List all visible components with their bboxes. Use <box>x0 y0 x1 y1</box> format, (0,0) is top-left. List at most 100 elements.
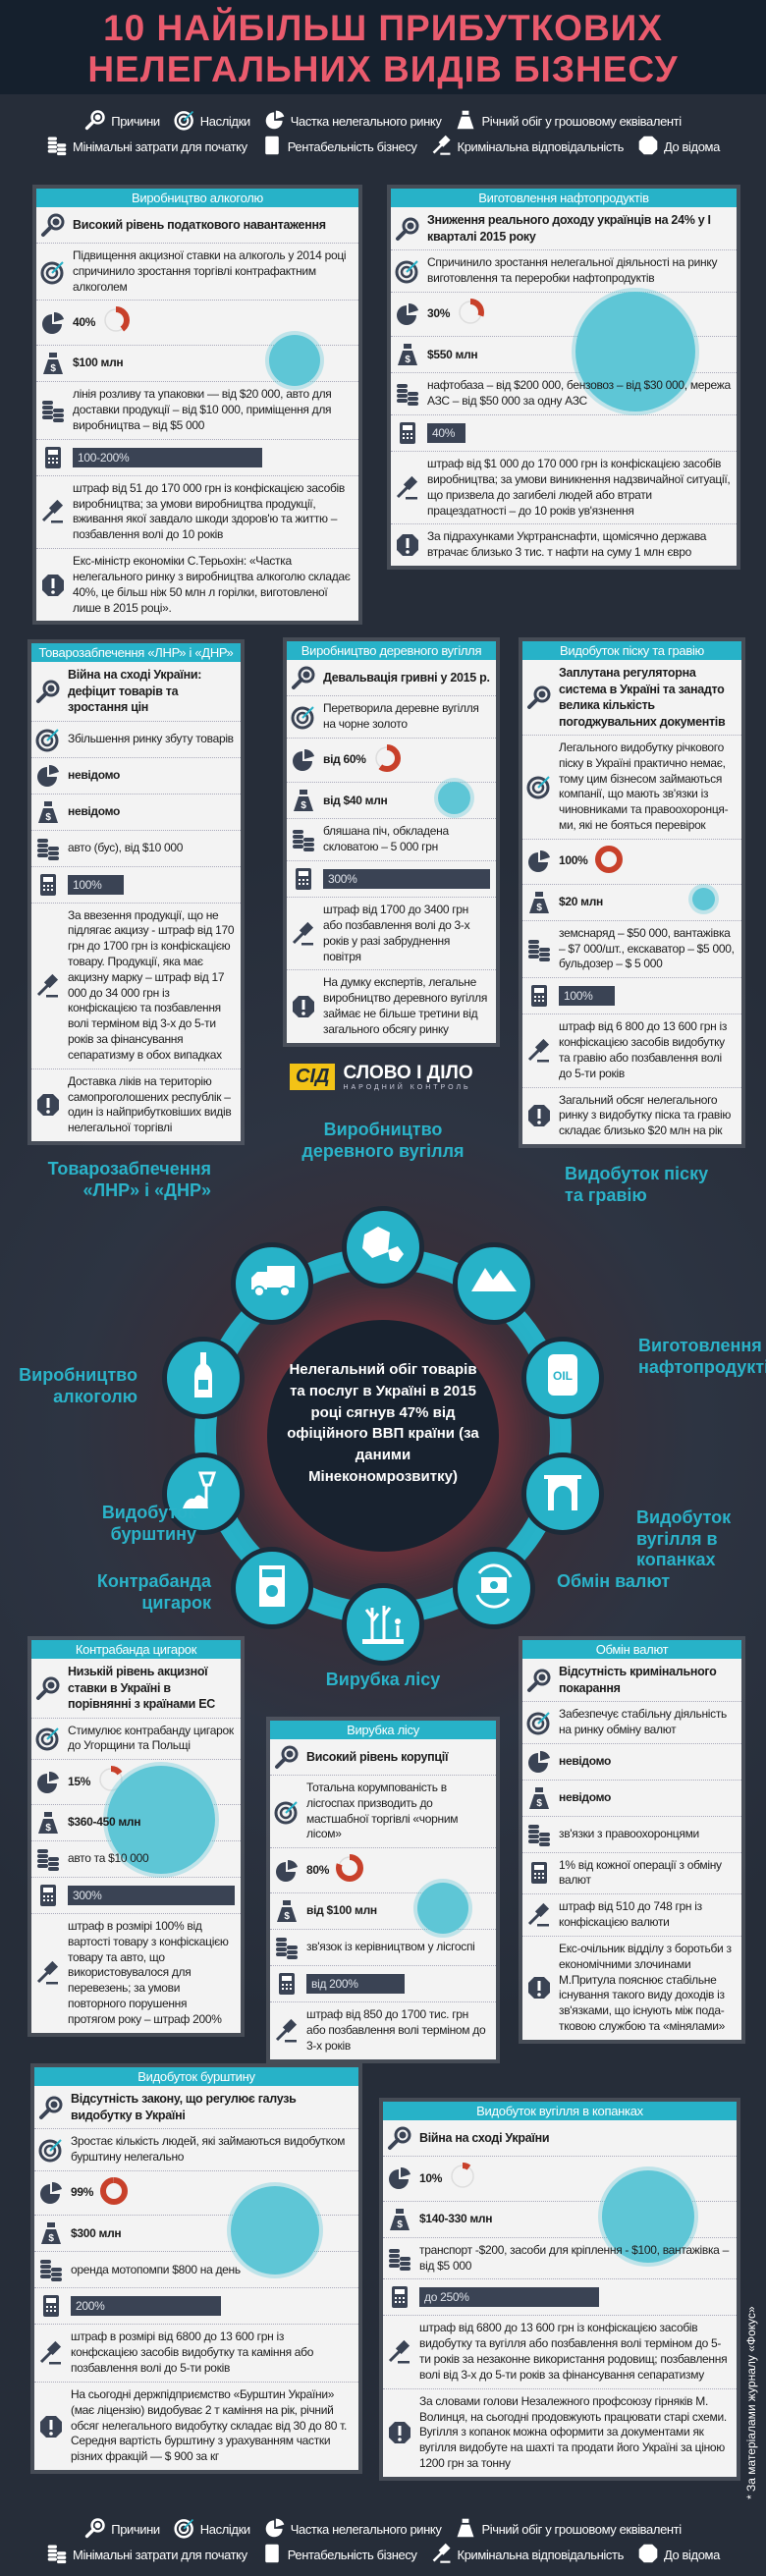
row-text: Заплутана регуляторна система в Україні … <box>559 666 726 729</box>
legend-item: Мінімальні затрати для початку <box>46 2543 247 2567</box>
alert-icon <box>526 1975 554 2001</box>
row-text: $360-450 млн <box>68 1815 141 1830</box>
logo-tagline: НАРОДНИЙ КОНТРОЛЬ <box>343 1084 471 1091</box>
row-share: 30% <box>391 293 737 338</box>
row-text: Екс-міністр економіки С.Терьохін: «Частк… <box>73 554 351 615</box>
pie-icon <box>291 747 318 773</box>
row-text: Відсутність кримінального покарання <box>559 1665 717 1695</box>
row-turnover: $невідомо <box>31 795 241 831</box>
calculator-icon <box>526 1860 554 1886</box>
magnifier-icon <box>526 685 554 710</box>
row-liability: штраф від 6 800 до 13 600 грн із конфіск… <box>522 1014 741 1088</box>
row-cause: Низькій рівень акцизної ставки в Україні… <box>31 1659 241 1719</box>
row-liability: штраф від 6800 до 13 600 грн із конфіска… <box>383 2316 737 2389</box>
legend-label: Причини <box>111 113 160 129</box>
row-text: Низькій рівень акцизної ставки в Україні… <box>68 1665 215 1711</box>
row-costs: бляшана піч, обкладена скловатою – 5 000… <box>287 819 496 862</box>
legend-label: Наслідки <box>199 2521 250 2537</box>
pie-icon <box>395 301 422 327</box>
magnifier-icon <box>38 2095 66 2120</box>
row-cause: Девальвація гривні у 2015 р. <box>287 660 496 696</box>
turnover-bubble <box>438 781 471 814</box>
page-title-line2: НЕЛЕГАЛЬНИХ ВИДІВ БІЗНЕСУ <box>87 49 679 89</box>
legend-label: Рентабельність бізнесу <box>287 2547 417 2562</box>
legend-label: Рентабельність бізнесу <box>287 138 417 154</box>
row-text: від $100 млн <box>306 1903 377 1918</box>
calculator-icon <box>35 872 63 898</box>
turnover-bubble <box>692 888 716 911</box>
gavel-icon <box>35 973 63 999</box>
row-text: штраф від 6 800 до 13 600 грн із конфіск… <box>559 1019 728 1080</box>
row-text: За словами голови Незалежного профсоюзу … <box>419 2393 727 2471</box>
share-donut <box>96 1765 126 1799</box>
row-text: $20 млн <box>559 894 604 908</box>
row-costs: оренда мотопомпи $800 на день <box>34 2252 358 2289</box>
ring-label-charcoal: Виробництво деревного вугілля <box>301 1120 465 1161</box>
legend-label: Кримінальна відповідальність <box>457 138 625 154</box>
row-text: Війна на сході України <box>419 2130 550 2145</box>
row-profit-text: 1% від кожної операції з обміну валют <box>522 1853 741 1895</box>
row-liability: За ввезення продукції, що не підлягає ак… <box>31 904 241 1069</box>
legend-label: Наслідки <box>199 113 250 129</box>
pie-icon <box>526 1749 554 1775</box>
legend-item: Частка нелегального ринку <box>264 109 442 134</box>
row-turnover: $$360-450 млн <box>31 1765 241 1874</box>
coins-icon <box>526 937 554 962</box>
coins-icon <box>291 827 318 852</box>
coins-icon <box>274 1935 301 1960</box>
svg-text:$: $ <box>536 903 542 913</box>
alert-icon <box>38 2414 66 2439</box>
coins-icon <box>387 2246 414 2272</box>
pie-icon <box>264 2517 286 2542</box>
row-text: штраф від 850 до 1700 тис. грн або позба… <box>306 2007 486 2053</box>
row-text: Перетворила деревне вугілля на чорне зол… <box>323 701 479 731</box>
row-text: невідомо <box>559 1789 612 1804</box>
svg-text:$: $ <box>301 800 306 811</box>
row-costs: земснаряд – $50 000, вантажівка – $7 000… <box>522 921 741 979</box>
alert-icon <box>395 532 422 558</box>
legend-item: Наслідки <box>174 2517 250 2542</box>
alert-icon <box>35 1092 63 1118</box>
ring-label-lnr: Товарозабпечення «ЛНР» і «ДНР» <box>47 1159 211 1200</box>
row-effect: Зростає кількість людей, які займаються … <box>34 2129 358 2171</box>
row-note: Екс-очільник відділу з боротьби з економ… <box>522 1937 741 2040</box>
row-turnover: $від $40 млн <box>287 781 496 820</box>
gavel-icon <box>40 499 68 524</box>
profitability-bar: 100% <box>559 986 615 1007</box>
alert-icon <box>526 1103 554 1128</box>
hub-text: Нелегальний обіг товарів та послуг в Укр… <box>287 1361 479 1485</box>
legend-label: Мінімальні затрати для початку <box>73 2547 247 2562</box>
magnifier-icon <box>274 1744 301 1770</box>
legend-row: Мінімальні затрати для початку Рентабельн… <box>0 2542 766 2567</box>
profitability-bar: 100% <box>68 874 124 895</box>
moneybag-icon: $ <box>291 788 318 813</box>
coins-icon <box>395 381 422 407</box>
magnifier-icon <box>395 216 422 242</box>
target-icon <box>526 1710 554 1735</box>
row-text: земснаряд – $50 000, вантажівка – $7 000… <box>559 925 735 971</box>
target-icon <box>274 1799 301 1825</box>
calculator-icon <box>387 2284 414 2310</box>
moneybag-icon: $ <box>526 1785 554 1811</box>
row-text: авто та $10 000 <box>68 1851 149 1866</box>
row-text: $300 млн <box>71 2225 122 2240</box>
ring-node-charcoal <box>342 1206 424 1288</box>
calculator-icon <box>38 2293 66 2319</box>
ring-label-alcohol: Виробництво алкоголю <box>19 1365 137 1406</box>
row-text: На сьогодні держпідприємство «Бурштин Ук… <box>71 2386 348 2464</box>
exchange-icon <box>469 1562 519 1616</box>
calculator-icon <box>395 420 422 446</box>
target-icon <box>174 2517 195 2542</box>
svg-text:$: $ <box>284 1911 290 1922</box>
turnover-bubble <box>601 2169 694 2263</box>
title-band <box>0 0 766 94</box>
legend-label: Кримінальна відповідальність <box>457 2547 625 2562</box>
amber-icon <box>179 1467 228 1521</box>
target-icon <box>40 259 68 285</box>
svg-text:$: $ <box>464 118 468 128</box>
svg-text:$: $ <box>48 2233 54 2244</box>
